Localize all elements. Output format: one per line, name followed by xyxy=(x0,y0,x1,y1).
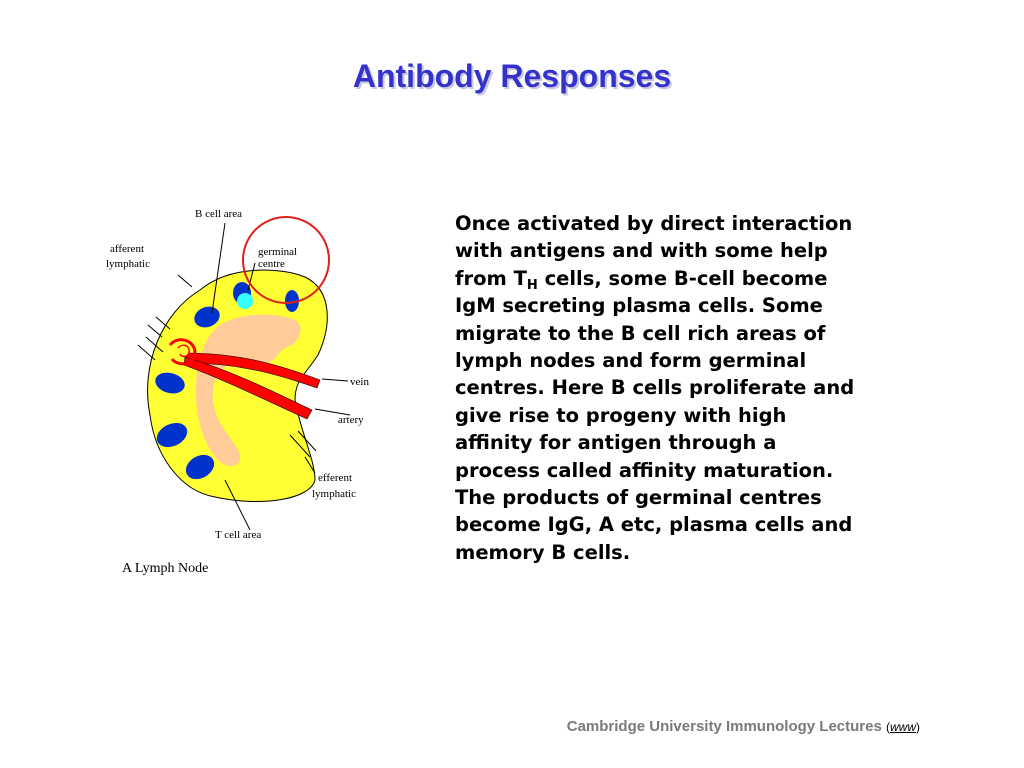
artery xyxy=(183,356,313,420)
label-afferent-lymphatic: lymphatic xyxy=(106,258,150,270)
afferent-vessel xyxy=(137,336,164,361)
body-line: affinity for antigen through a xyxy=(455,431,777,455)
body-line: Once activated by direct interaction xyxy=(455,212,853,235)
body-line: become IgG, A etc, plasma cells and xyxy=(455,513,853,537)
body-line: give rise to progeny with high xyxy=(455,403,787,427)
body-line: IgM secreting plasma cells. Some xyxy=(455,294,823,318)
b-cell-follicle xyxy=(156,422,188,448)
footer-paren-open: ( xyxy=(886,720,890,734)
subscript-h: H xyxy=(526,277,538,293)
hilum-vessel-loop-inner xyxy=(177,344,190,358)
lymph-node-diagram: B cell area afferent lymphatic germinal … xyxy=(106,208,369,576)
body-line: migrate to the B cell rich areas of xyxy=(455,321,826,345)
label-t-cell-area: T cell area xyxy=(215,529,261,541)
body-line: with antigens and with some help xyxy=(455,239,828,263)
b-cell-follicle xyxy=(194,306,220,328)
b-cell-follicle xyxy=(155,372,185,394)
label-b-cell-area: B cell area xyxy=(195,208,242,220)
germinal-centre-highlight-circle xyxy=(242,216,330,304)
body-line: process called affinity maturation. xyxy=(455,458,834,482)
b-cell-follicle xyxy=(185,454,215,480)
hilum-vessel-loop xyxy=(168,338,197,366)
slide-title: Antibody Responses xyxy=(352,58,672,94)
label-afferent: afferent xyxy=(110,243,144,255)
body-line: The products of germinal centres xyxy=(455,486,822,510)
label-germinal: germinal xyxy=(258,246,297,258)
label-vein: vein xyxy=(350,376,369,388)
body-line: centres. Here B cells proliferate and xyxy=(455,376,855,400)
footer: Cambridge University Immunology Lectures… xyxy=(567,718,920,735)
label-efferent: efferent xyxy=(318,472,352,484)
vein xyxy=(184,352,321,389)
body-line: from TH cells, some B-cell become xyxy=(455,265,925,292)
label-efferent-lymphatic: lymphatic xyxy=(312,488,356,500)
body-line-segment: cells, some B-cell become xyxy=(537,266,828,290)
pointer-lines xyxy=(177,222,351,531)
diagram-caption: A Lymph Node xyxy=(122,561,208,576)
footer-paren-close: ) xyxy=(916,720,920,734)
germinal-centre xyxy=(237,293,253,309)
b-cell-follicle xyxy=(285,290,299,312)
footer-www-link[interactable]: www xyxy=(890,720,916,734)
body-line-segment: from T xyxy=(455,266,527,290)
efferent-vessel xyxy=(289,430,317,458)
medulla xyxy=(195,314,301,467)
label-centre: centre xyxy=(258,258,285,270)
body-line: lymph nodes and form germinal xyxy=(455,349,807,373)
label-artery: artery xyxy=(338,414,364,426)
slide-body-text: Once activated by direct interaction wit… xyxy=(455,210,925,566)
body-line: memory B cells. xyxy=(455,540,631,564)
afferent-vessel xyxy=(147,316,171,338)
footer-text: Cambridge University Immunology Lectures xyxy=(566,718,882,735)
